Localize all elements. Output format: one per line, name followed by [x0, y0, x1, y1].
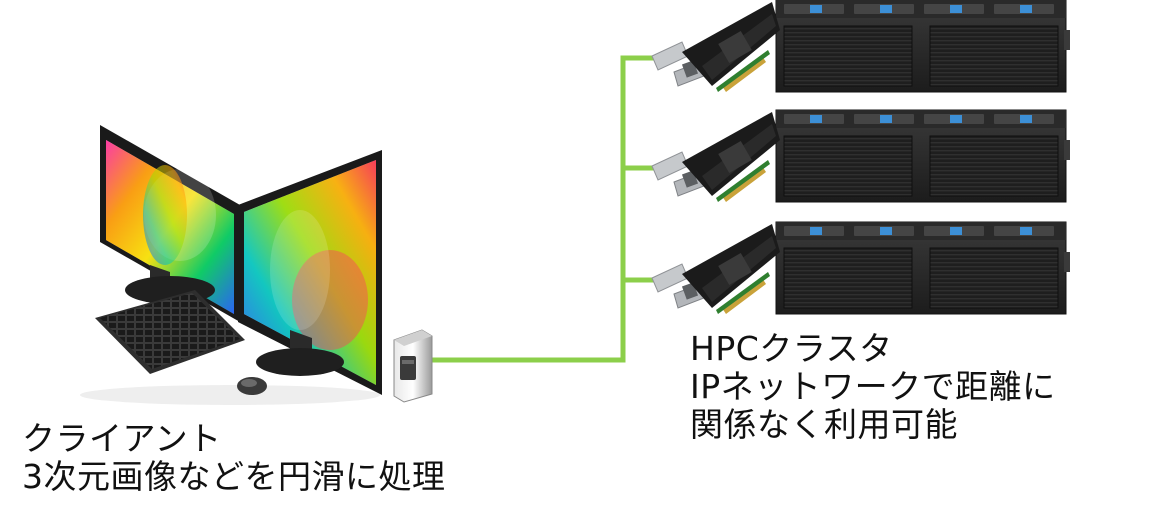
client-description: 3次元画像などを円滑に処理 [22, 457, 446, 496]
network-interface-card-icon [651, 223, 781, 315]
hpc-cluster [651, 0, 1071, 315]
hpc-title: HPCクラスタ [690, 329, 893, 368]
left-monitor-icon [100, 125, 240, 322]
rack-server-icon [651, 221, 1071, 315]
network-lines [429, 55, 673, 363]
network-interface-card-icon [651, 1, 781, 93]
hpc-line-2: 関係なく利用可能 [690, 405, 958, 444]
network-adapter-box-icon [393, 329, 433, 403]
hpc-caption: HPCクラスタ IPネットワークで距離に 関係なく利用可能 [690, 330, 1056, 444]
client-caption: クライアント 3次元画像などを円滑に処理 [22, 420, 446, 496]
right-monitor-icon [238, 150, 382, 395]
mouse-icon [237, 377, 267, 395]
client-title: クライアント [22, 419, 222, 458]
rack-server-icon [651, 109, 1071, 203]
hpc-line-1: IPネットワークで距離に [690, 367, 1056, 406]
network-interface-card-icon [651, 111, 781, 203]
rack-server-icon [651, 0, 1071, 93]
keyboard-icon [95, 290, 245, 374]
workstation-icon [80, 125, 382, 405]
